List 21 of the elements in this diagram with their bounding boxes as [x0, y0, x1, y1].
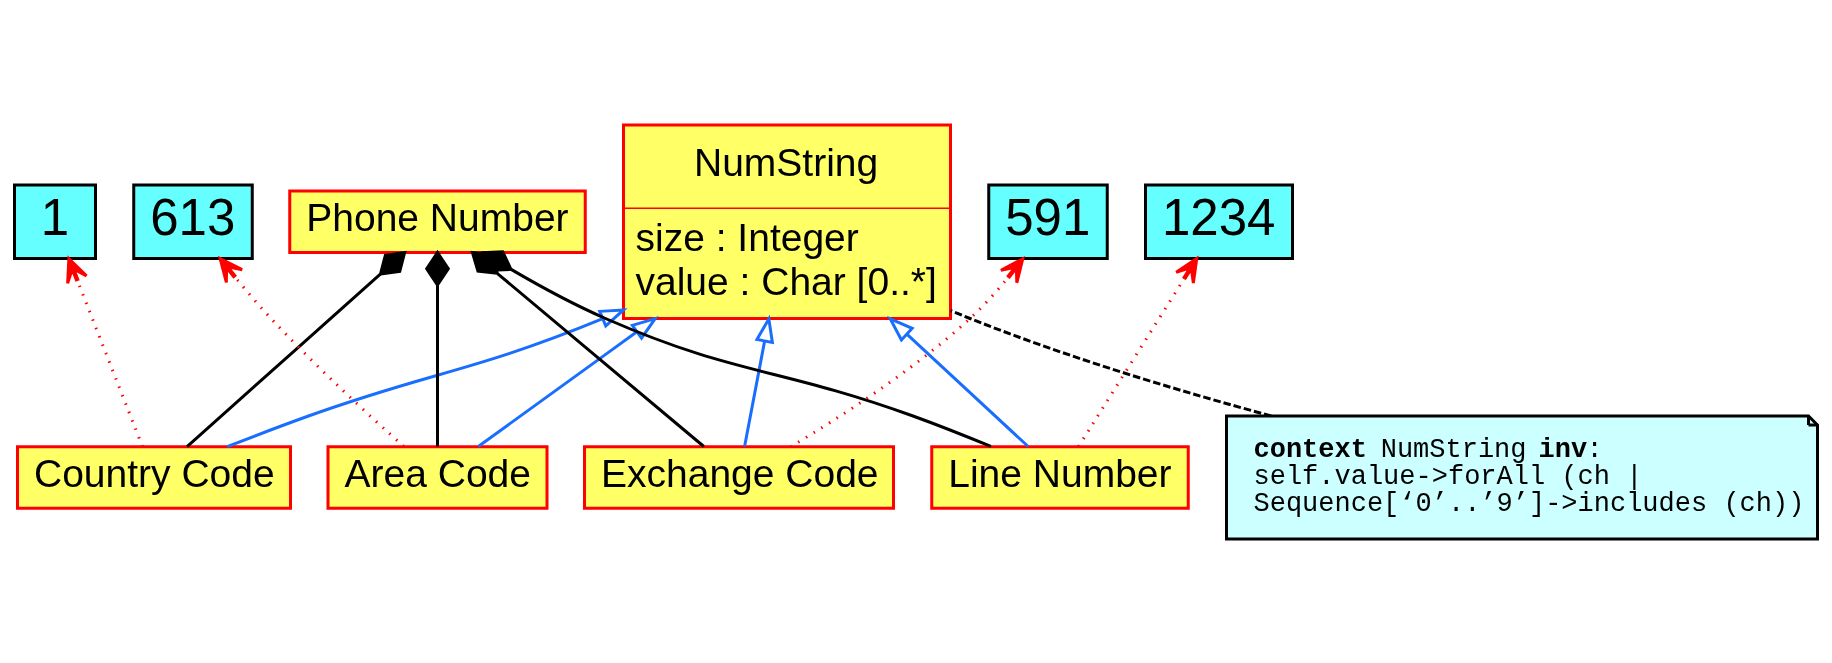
- connector: [424, 249, 451, 446]
- node-box: Area Code: [326, 444, 549, 510]
- arrow: [66, 256, 144, 447]
- node-box: 1234: [1144, 183, 1294, 260]
- arrow: [743, 313, 775, 447]
- node-box: Exchange Code: [583, 444, 895, 510]
- connector: [950, 308, 1272, 417]
- node-box: 1: [13, 183, 97, 260]
- arrow: [218, 256, 405, 448]
- node-box: Line Number: [930, 444, 1190, 510]
- node-box: Country Code: [16, 444, 292, 510]
- node-box: Phone Number: [288, 189, 587, 254]
- arrow: [886, 315, 1030, 448]
- node-box: 613: [132, 183, 254, 260]
- node-box: 591: [987, 183, 1109, 260]
- arrow: [477, 315, 659, 448]
- arrow: [226, 307, 628, 448]
- arrow: [1077, 256, 1199, 447]
- arrow: [789, 256, 1025, 448]
- connector: [186, 250, 407, 448]
- connector: [480, 249, 992, 448]
